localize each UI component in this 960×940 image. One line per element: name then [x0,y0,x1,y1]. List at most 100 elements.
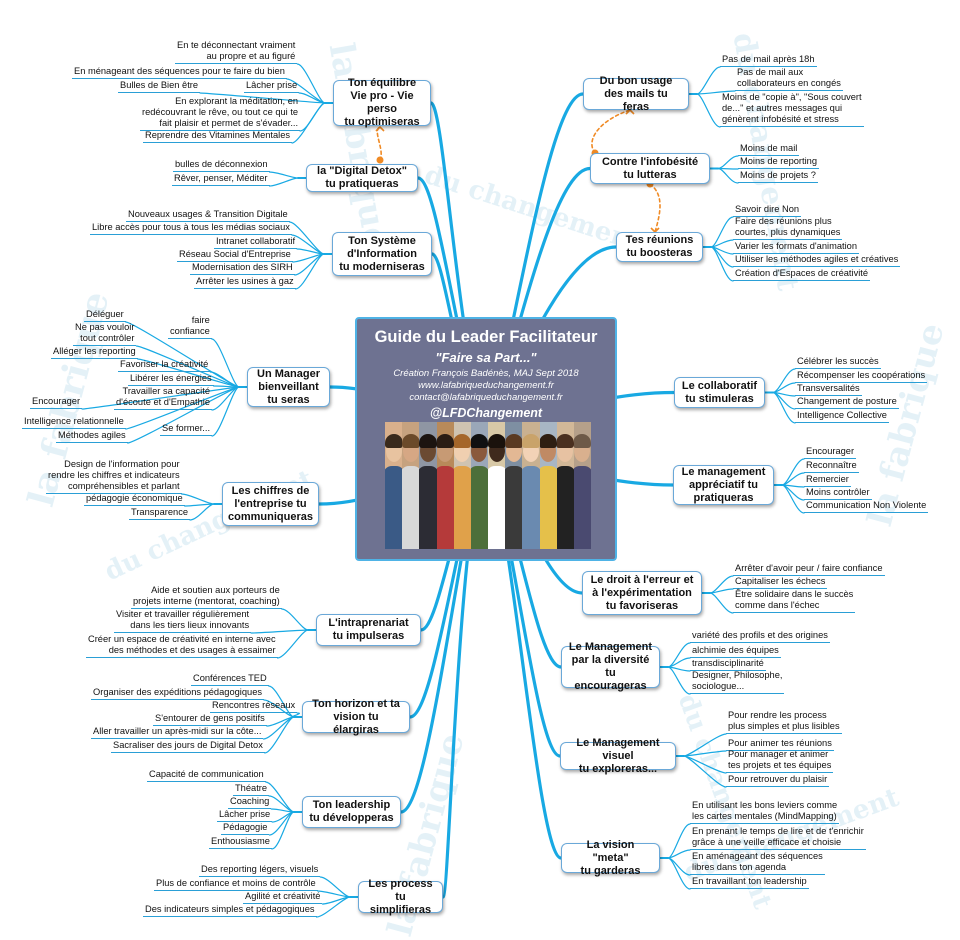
branch-node-un-manager-bienveillant-tu-seras[interactable]: Un Manager bienveillant tu seras [247,367,330,407]
branch-node-ton-leadership-tu-developperas[interactable]: Ton leadership tu développeras [302,796,401,828]
branch-node-le-droit-a-l-erreur-et-a-l-experimentati[interactable]: Le droit à l'erreur et à l'expérimentati… [582,571,702,615]
leaf-communication-non-violente: Communication Non Violente [804,500,929,513]
portrait [522,422,540,549]
leaf-changement-de-posture: Changement de posture [795,396,899,409]
leaf-se-former: Se former... [160,423,213,436]
branch-node-les-process-tu-simplifieras[interactable]: Les process tu simplifieras [358,878,443,916]
center-email: contact@lafabriqueduchangement.fr [409,392,563,403]
link-dot [376,156,384,164]
connector-line [781,458,805,486]
branch-node-les-chiffres-de-l-entreprise-tu-communiq[interactable]: Les chiffres de l'entreprise tu communiq… [222,482,319,526]
leaf-bulles-de-bien-etre: Bulles de Bien être [118,80,201,93]
leaf-alleger-les-reporting: Alléger les reporting [51,346,138,359]
leaf-intelligence-relationnelle: Intelligence relationnelle [22,416,126,429]
center-website: www.lafabriqueduchangement.fr [418,380,554,391]
portrait-hair [505,434,523,448]
branch-node-l-intraprenariat-tu-impulseras[interactable]: L'intraprenariat tu impulseras [316,614,421,646]
leaf-visiter-et-travailler-regulierement-dans: Visiter et travailler régulièrement dans… [114,609,252,633]
portrait-hair [522,434,540,448]
connector-line [271,811,295,850]
leaf-rencontres-reseaux: Rencontres réseaux [210,700,298,713]
branch-node-le-management-par-la-diversite-tu-encour[interactable]: Le Management par la diversité tu encour… [561,641,660,692]
leaf-moins-de-mail: Moins de mail [738,143,800,156]
leaf-organiser-des-expeditions-pedagogiques: Organiser des expéditions pédagogiques [91,687,265,700]
leaf-des-reporting-legers-visuels: Des reporting légers, visuels [199,864,321,877]
branch-node-contre-l-infobesite-tu-lutteras[interactable]: Contre l'infobésité tu lutteras [590,153,710,184]
leaf-arreter-d-avoir-peur-faire-confiance: Arrêter d'avoir peur / faire confiance [733,563,885,576]
portrait-body [453,466,471,549]
branch-node-le-collaboratif-tu-stimuleras[interactable]: Le collaboratif tu stimuleras [674,377,765,408]
leaf-favoriser-la-creativite: Favoriser la créativité [118,359,211,372]
branch-node-la-vision-meta-tu-garderas[interactable]: La vision "meta" tu garderas [561,839,660,877]
leaf-deleguer: Déléguer [84,309,126,322]
connector-line [268,177,299,187]
branch-node-le-management-visuel-tu-exploreras[interactable]: Le Management visuel tu exploreras... [560,737,676,775]
leaf-en-prenant-le-temps-de-lire-et-de-t-enri: En prenant le temps de lire et de t'enri… [690,826,866,850]
leaf-en-explorant-la-meditation-en-redecouvra: En explorant la méditation, en redécouvr… [140,96,301,131]
connector-line [772,368,796,394]
portrait [573,422,592,549]
portrait-hair [402,434,420,448]
central-topic: Guide du Leader Facilitateur "Faire sa P… [355,317,617,561]
leaf-en-utilisant-les-bons-leviers-comme-les-: En utilisant les bons leviers comme les … [690,800,840,824]
portrait-hair [470,434,489,448]
connector-line [667,857,691,890]
connector-line [772,382,796,394]
leaf-faire-des-reunions-plus-courtes-plus-dyn: Faire des réunions plus courtes, plus dy… [733,216,843,240]
connector-line [667,849,691,859]
portrait [419,422,437,549]
branch-node-le-management-appreciatif-tu-pratiqueras[interactable]: Le management appréciatif tu pratiqueras [673,465,774,505]
portrait-hair [419,434,437,448]
portrait [488,422,506,549]
portrait-body [470,466,489,549]
connector-line [137,358,240,388]
connector-line [295,253,325,290]
portrait-body [505,466,523,549]
connector-line [717,167,739,170]
connector-line [189,503,215,521]
leaf-intranet-collaboratif: Intranet collaboratif [214,236,298,249]
leaf-faire-confiance: faire confiance [168,315,212,339]
portrait-hair [539,434,557,448]
connector-line [268,171,299,179]
branch-node-ton-horizon-et-ta-vision-tu-elargiras[interactable]: Ton horizon et ta vision tu élargiras [302,698,410,736]
leaf-libre-acces-pour-tous-a-tous-les-medias-: Libre accès pour tous à tous les médias … [90,222,292,235]
leaf-celebrer-les-succes: Célébrer les succès [795,356,881,369]
leaf-alchimie-des-equipes: alchimie des équipes [690,645,781,658]
leaf-designer-philosophe-sociologue: Designer, Philosophe, sociologue... [690,670,785,694]
leaf-lacher-prise: Lâcher prise [244,80,300,93]
portrait-hair [488,434,506,448]
leaf-pedagogie: Pédagogie [221,822,270,835]
portrait-body [522,466,540,549]
connector-line [667,823,691,859]
portrait-body [419,466,437,549]
branch-node-ton-equilibre-vie-pro-vie-perso-tu-optim[interactable]: Ton équilibre Vie pro - Vie perso tu opt… [333,77,431,128]
connector-line [211,338,240,388]
leaf-pour-rendre-les-process-plus-simples-et-: Pour rendre les process plus simples et … [726,710,842,734]
connector-line [291,102,326,144]
branch-node-la-digital-detox-tu-pratiqueras[interactable]: la "Digital Detox" tu pratiqueras [306,164,418,192]
connector-line [199,92,326,104]
connector-line [717,167,739,184]
leaf-reprendre-des-vitamines-mentales: Reprendre des Vitamines Mentales [143,130,293,143]
branch-node-tes-reunions-tu-boosteras[interactable]: Tes réunions tu boosteras [616,232,703,262]
leaf-moins-de-reporting: Moins de reporting [738,156,819,169]
leaf-en-amenageant-des-sequences-libres-dans-: En aménageant des séquences libres dans … [690,851,825,875]
link-arrowhead [375,125,385,132]
leaf-moins-de-copie-a-sous-couvert-de-et-autr: Moins de "copie à", "Sous couvert de..."… [720,92,864,127]
leaf-transdisciplinarite: transdisciplinarité [690,658,766,671]
portrait [453,422,471,549]
portrait-hair [436,434,454,448]
portrait [436,422,454,549]
leaf-pas-de-mail-apres-18h: Pas de mail après 18h [720,54,817,67]
connector-line [181,493,215,505]
leaf-en-travaillant-ton-leadership: En travaillant ton leadership [690,876,809,889]
leaf-transparence: Transparence [129,507,191,520]
portrait-body [488,466,506,549]
portrait-body [573,466,592,549]
leaf-nouveaux-usages-transition-digitale: Nouveaux usages & Transition Digitale [126,209,290,222]
leaf-en-menageant-des-sequences-pour-te-faire: En ménageant des séquences pour te faire… [72,66,287,79]
branch-node-ton-systeme-d-information-tu-modernisera[interactable]: Ton Système d'Information tu modernisera… [332,232,432,276]
branch-node-du-bon-usage-des-mails-tu-feras[interactable]: Du bon usage des mails tu feras [583,75,689,113]
leaf-pedagogie-economique: pédagogie économique [84,493,185,506]
